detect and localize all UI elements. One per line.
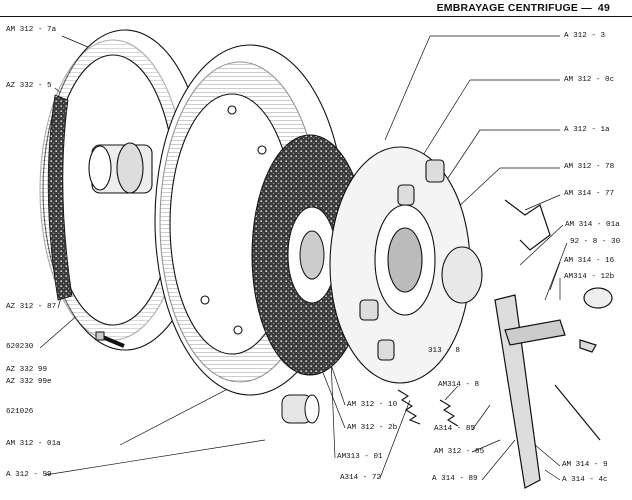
label-a314-89: A 314 - 89 bbox=[432, 475, 478, 483]
release-fork bbox=[494, 287, 613, 489]
label-a312-99: A 312 - 99 bbox=[6, 471, 52, 479]
label-am312-85: AM 312 - 85 bbox=[434, 448, 485, 456]
label-am314-12b: AM314 - 12b bbox=[564, 273, 615, 281]
label-am314-01a: AM 314 - 01a bbox=[565, 221, 620, 229]
label-az312-87: AZ 312 - 87 bbox=[6, 303, 57, 311]
label-am313-01: AM313 - 01 bbox=[337, 453, 383, 461]
label-621026: 621026 bbox=[6, 408, 34, 416]
page-header: EMBRAYAGE CENTRIFUGE — 49 bbox=[437, 2, 610, 14]
label-313-8: 313 - 8 bbox=[428, 347, 460, 355]
label-am314-8: AM314 - 8 bbox=[438, 381, 480, 389]
label-am312-2b: AM 312 - 2b bbox=[347, 424, 398, 432]
label-a314-72: A314 - 72 bbox=[340, 474, 382, 482]
bearing-bush bbox=[281, 394, 320, 424]
label-am312-01a: AM 312 - 01a bbox=[6, 440, 61, 448]
label-am314-16: AM 314 - 16 bbox=[564, 257, 615, 265]
label-620230: 620230 bbox=[6, 343, 34, 351]
label-92-8-30: 92 - 8 - 30 bbox=[570, 238, 621, 246]
header-rule bbox=[0, 16, 632, 17]
label-az332-5: AZ 332 - 5 bbox=[6, 82, 52, 90]
label-am312-7a: AM 312 - 7a bbox=[6, 26, 57, 34]
springs bbox=[397, 389, 459, 427]
label-a312-3: A 312 - 3 bbox=[564, 32, 606, 40]
label-a314-85: A314 - 85 bbox=[434, 425, 476, 433]
label-am312-78: AM 312 - 78 bbox=[564, 163, 615, 171]
label-am312-0c: AM 312 - 0c bbox=[564, 76, 615, 84]
drum-friction-lining bbox=[47, 94, 73, 301]
page-title: EMBRAYAGE CENTRIFUGE — bbox=[436, 2, 592, 14]
wire-clip bbox=[504, 199, 551, 251]
label-am314-77: AM 314 - 77 bbox=[564, 190, 615, 198]
pressure-plate bbox=[329, 146, 483, 384]
clutch-drum bbox=[39, 29, 208, 351]
label-am314-9: AM 314 - 9 bbox=[562, 461, 608, 469]
label-az332-99e: AZ 332 99e bbox=[6, 378, 52, 386]
label-am312-10: AM 312 - 10 bbox=[347, 401, 398, 409]
label-a314-4c: A 314 - 4c bbox=[562, 476, 608, 484]
page-number: 49 bbox=[597, 2, 610, 14]
label-az332-99: AZ 332 99 bbox=[6, 366, 48, 374]
label-a312-1a: A 312 - 1a bbox=[564, 126, 610, 134]
bolt bbox=[95, 331, 125, 348]
